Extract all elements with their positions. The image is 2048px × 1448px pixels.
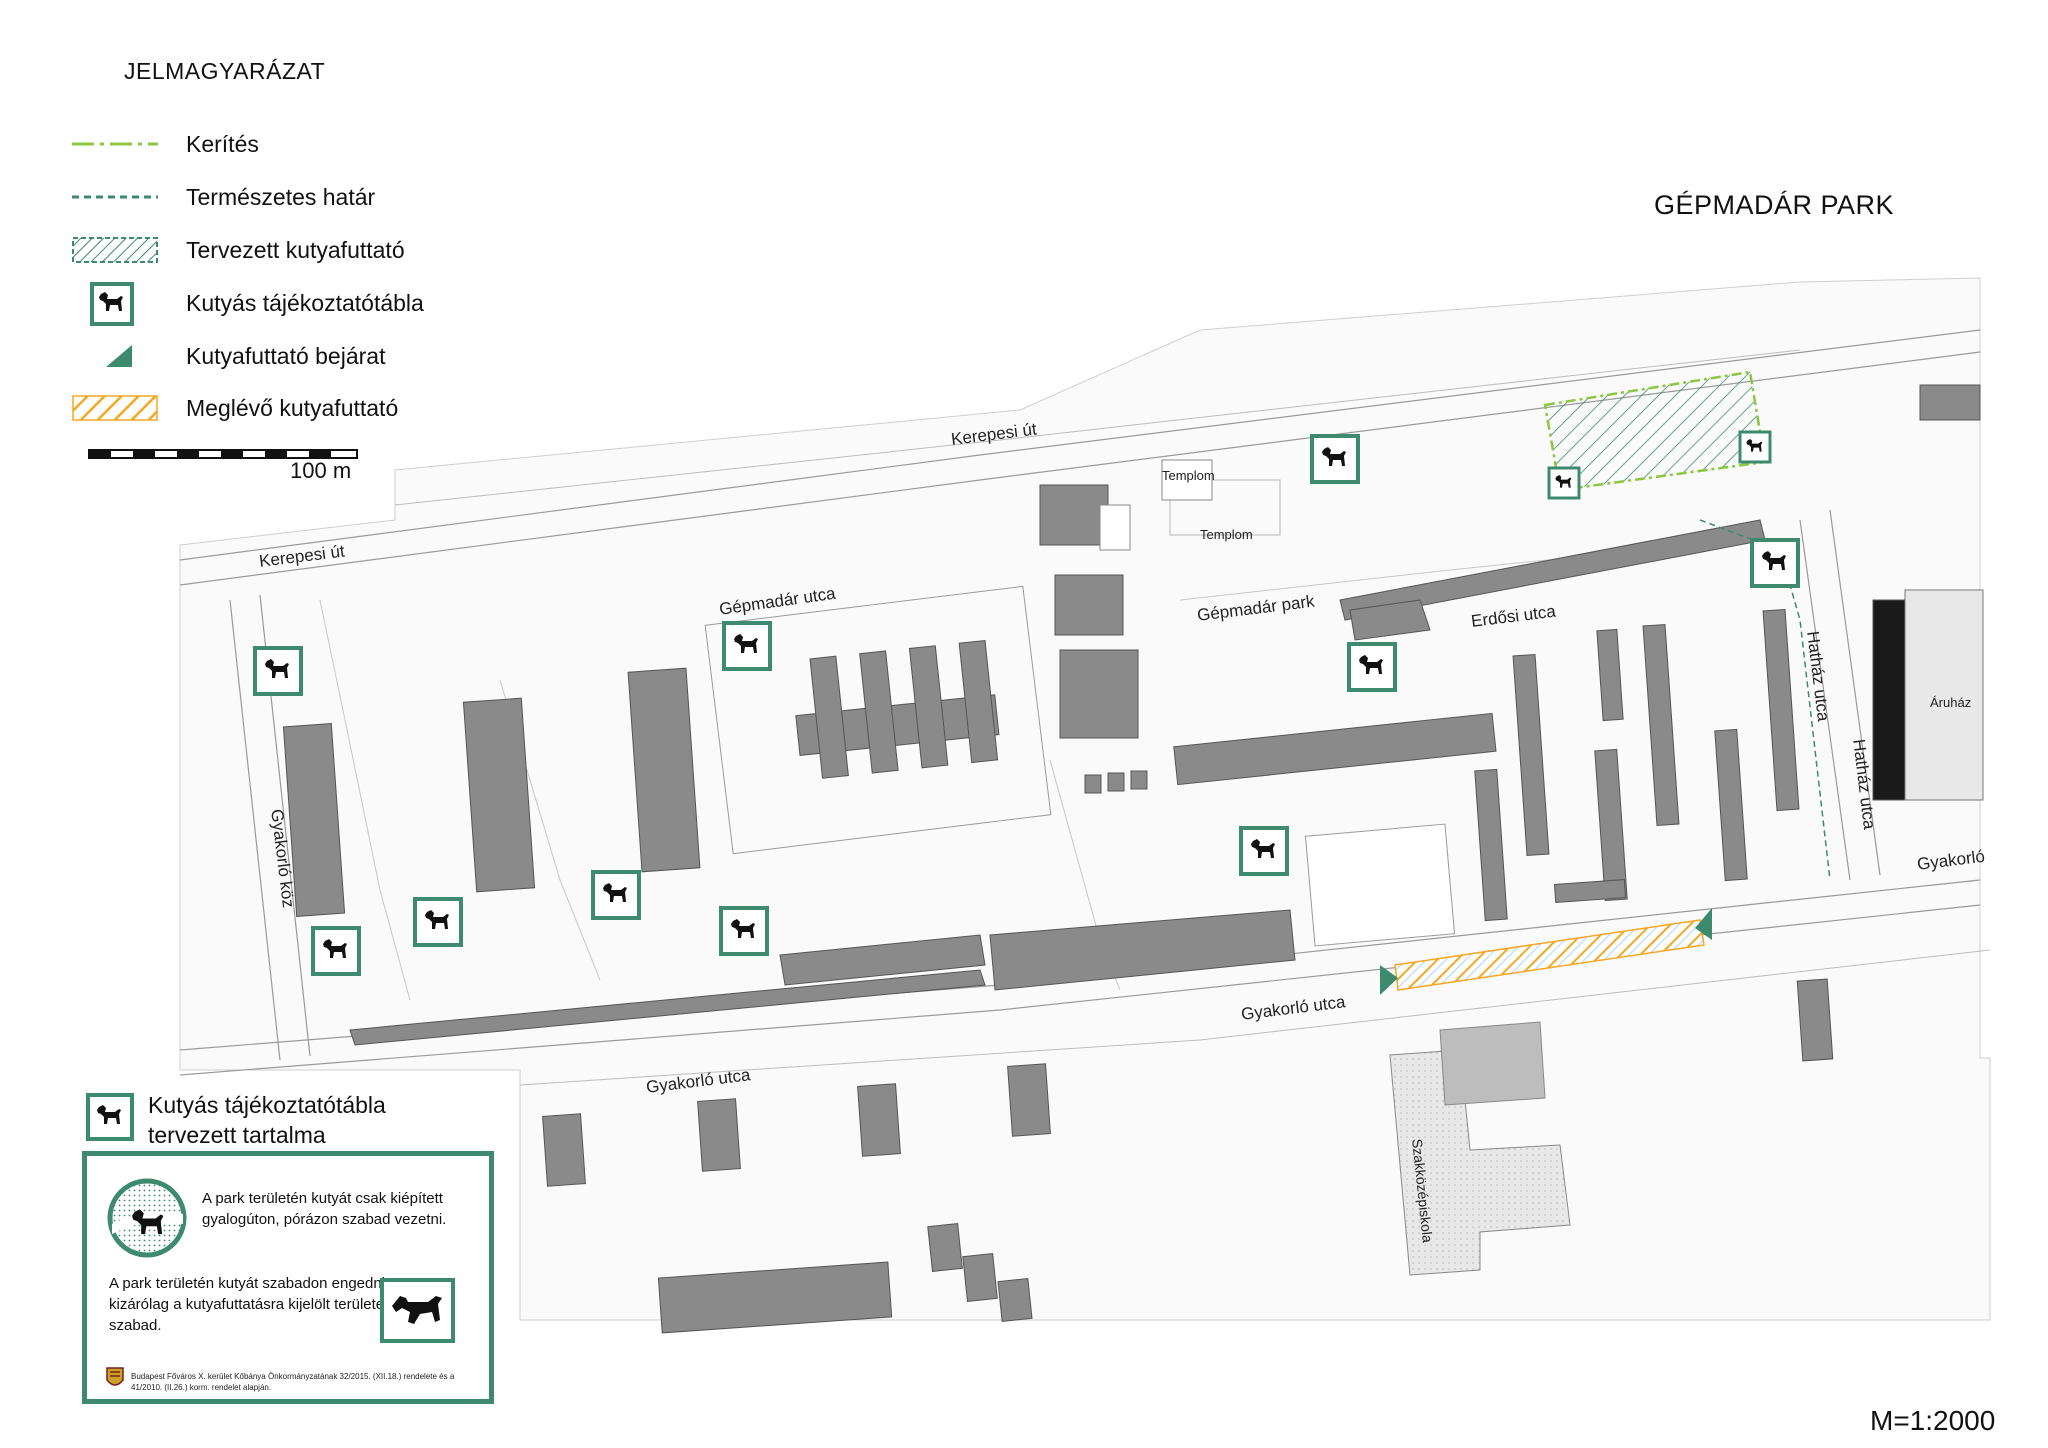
- dog-sign-icon: [591, 870, 641, 920]
- dog-sign-icon: [1547, 466, 1581, 500]
- legend-item-existing-dog-run: Meglévő kutyafuttató: [72, 389, 492, 429]
- fence-line-symbol: [72, 142, 158, 146]
- dog-sign-icon: [1738, 430, 1772, 464]
- entrance-triangle-icon: [1695, 908, 1712, 940]
- existing-dog-run-area: [1394, 919, 1705, 991]
- existing-dog-run-symbol: [72, 395, 158, 421]
- dog-sign-icon: [86, 1093, 134, 1141]
- legend-label-existing-dog-run: Meglévő kutyafuttató: [186, 395, 399, 421]
- legend-item-entrance: Kutyafuttató bejárat: [72, 337, 492, 377]
- scale-bar-label: 100 m: [290, 458, 352, 483]
- dog-signs: [253, 430, 1800, 976]
- dog-sign-icon: [1347, 642, 1397, 692]
- dog-sign-icon: [413, 897, 463, 947]
- buildings: [282, 384, 1984, 1334]
- school-building: [1389, 1021, 1571, 1276]
- dog-sign-icon: [311, 926, 361, 976]
- legend-label-entrance: Kutyafuttató bejárat: [186, 343, 386, 369]
- legend-label-fence: Kerítés: [186, 131, 259, 157]
- dog-sign-icon: [1750, 538, 1800, 588]
- district-coat-of-arms-icon: [106, 1367, 124, 1386]
- building-label-templom-1: Templom: [1162, 468, 1215, 483]
- running-dog-icon: [380, 1278, 455, 1343]
- dog-sign-icon: [90, 282, 134, 326]
- legend-item-dog-sign: Kutyás tájékoztatótábla: [72, 282, 492, 326]
- natural-border-symbol: [72, 195, 158, 199]
- building-label-templom-2: Templom: [1200, 527, 1253, 542]
- info-text-leash-rule: A park területén kutyát csak kiépített g…: [202, 1190, 447, 1228]
- legend-item-natural-border: Természetes határ: [72, 178, 492, 218]
- info-footnote: Budapest Főváros X. kerület Kőbánya Önko…: [131, 1372, 455, 1392]
- scale-bar: [88, 449, 358, 459]
- dog-sign-icon: [1310, 434, 1360, 484]
- planned-dog-run-symbol: [72, 237, 158, 263]
- dog-sign-icon: [722, 621, 772, 671]
- info-panel-title: Kutyás tájékoztatótábla tervezett tartal…: [148, 1090, 386, 1150]
- building-label-aruhaz: Áruház: [1930, 695, 1972, 710]
- legend-title: JELMAGYARÁZAT: [124, 58, 326, 84]
- legend-item-fence: Kerítés: [72, 125, 492, 165]
- dog-sign-icon: [253, 646, 303, 696]
- legend-label-planned-dog-run: Tervezett kutyafuttató: [186, 237, 405, 263]
- info-panel-title-line2: tervezett tartalma: [148, 1122, 326, 1148]
- park-title: GÉPMADÁR PARK: [1654, 190, 1895, 220]
- entrance-triangle-icon: [1380, 965, 1398, 995]
- dog-sign-icon: [719, 906, 769, 956]
- info-panel-title-line1: Kutyás tájékoztatótábla: [148, 1092, 386, 1118]
- legend-label-natural-border: Természetes határ: [186, 184, 376, 210]
- legend-item-planned-dog-run: Tervezett kutyafuttató: [72, 231, 492, 271]
- info-text-off-leash-rule: A park területén kutyát szabadon engedni…: [109, 1275, 393, 1334]
- legend-label-dog-sign: Kutyás tájékoztatótábla: [186, 290, 424, 316]
- entrance-triangle-icon: [106, 345, 132, 367]
- dog-sign-icon: [1239, 826, 1289, 876]
- info-panel: A park területén kutyát csak kiépített g…: [82, 1151, 494, 1404]
- leashed-dog-path-icon: [107, 1178, 187, 1258]
- map-scale-ratio: M=1:2000: [1870, 1405, 1996, 1436]
